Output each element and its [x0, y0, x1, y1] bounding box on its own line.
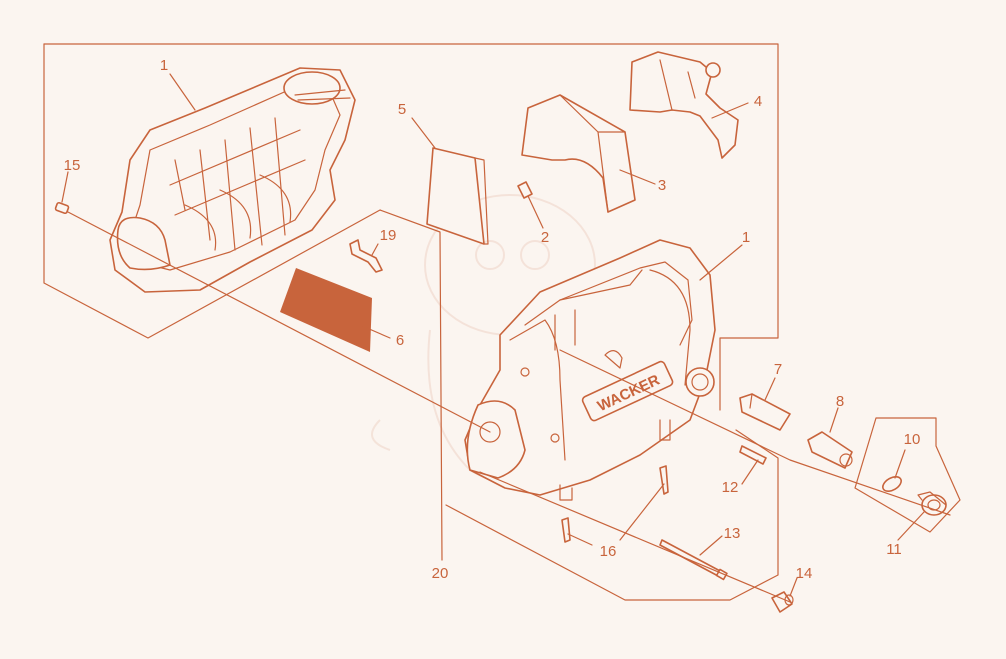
callout-2: 2 — [541, 229, 549, 246]
part-3-cover-block — [521, 94, 636, 213]
leader-lines — [61, 73, 951, 603]
part-16-screws — [561, 465, 669, 543]
callout-16: 16 — [600, 543, 617, 560]
callout-5: 5 — [398, 101, 406, 118]
part-13-long-bolt — [659, 539, 728, 581]
part-7-switch-sleeve — [739, 393, 791, 431]
part-2-clip — [517, 181, 533, 199]
group-outline-cap — [854, 417, 961, 533]
part-10-o-ring — [882, 475, 902, 493]
housing-right-half: WACKER — [464, 239, 716, 501]
callout-3: 3 — [658, 177, 666, 194]
part-5-wedge-plate — [426, 147, 489, 245]
callout-11: 11 — [886, 541, 902, 558]
group-outline-upper — [43, 43, 779, 561]
part-8-connector — [807, 431, 853, 469]
callout-10: 10 — [904, 431, 921, 448]
part-4-handle-bracket — [629, 51, 739, 159]
callout-13: 13 — [724, 525, 741, 542]
part-12-screw — [739, 445, 767, 465]
callout-14: 14 — [796, 565, 813, 582]
callout-1-left: 1 — [160, 57, 168, 74]
callout-8: 8 — [836, 393, 844, 410]
callout-4: 4 — [754, 93, 762, 110]
callout-7: 7 — [774, 361, 782, 378]
callout-1-right: 1 — [742, 229, 750, 246]
callout-6: 6 — [396, 332, 404, 349]
callout-20: 20 — [432, 565, 449, 582]
housing-left-half — [109, 67, 356, 293]
part-6-mesh-filter — [280, 268, 372, 352]
callout-labels: 1 1 2 3 4 5 6 7 8 10 11 12 13 14 15 16 1… — [64, 57, 921, 582]
callout-19: 19 — [380, 227, 397, 244]
part-19-small-bracket — [349, 239, 383, 273]
part-15-screw-plug — [54, 201, 70, 215]
callout-15: 15 — [64, 157, 81, 174]
callout-12: 12 — [722, 479, 739, 496]
